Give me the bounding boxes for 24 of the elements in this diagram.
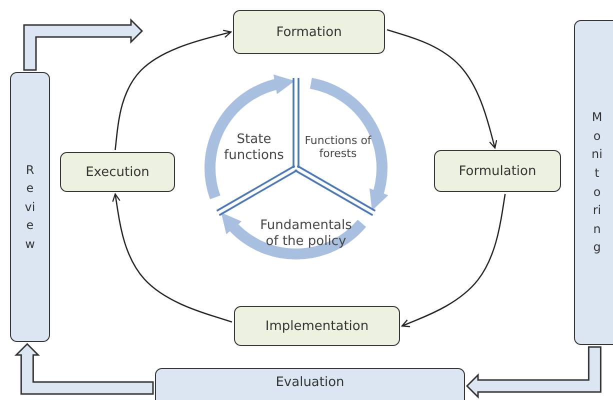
arrow [114,30,232,150]
arrow [112,193,232,323]
arrow [401,194,506,328]
sector-label: Fundamentals of the policy [259,218,353,250]
stage-box [60,152,175,192]
block-arrow [23,18,144,71]
stage-label: Execution [86,164,150,180]
stage-label: Formulation [458,164,536,178]
stage-label: Review [24,162,36,253]
sector-label: State functions [223,132,285,164]
stage-label: Evaluation [276,375,344,390]
sector-label: Functions of forests [304,134,372,160]
stage-label: Monitoring [591,109,603,256]
stage-label: Formation [276,24,342,40]
stage-box [233,10,385,54]
stage-box [155,368,465,400]
arrow [386,29,498,149]
stage-bar [574,20,613,345]
block-arrow [466,346,602,399]
stage-box [234,306,400,346]
stage-box [434,150,561,192]
stage-bar [10,72,50,342]
block-arrow [14,342,154,395]
stage-label: Implementation [265,318,369,334]
